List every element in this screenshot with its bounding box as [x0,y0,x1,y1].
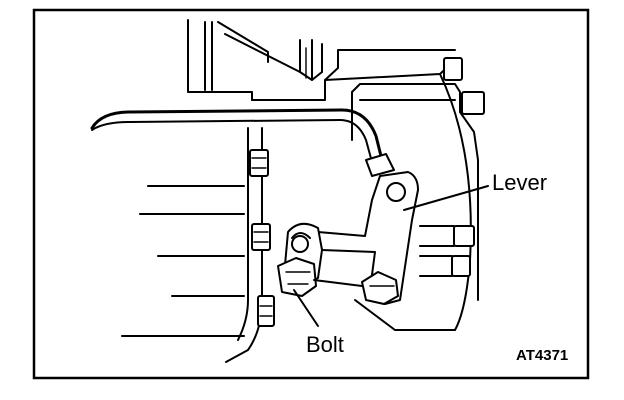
figure-code: AT4371 [516,347,568,364]
bolt-label: Bolt [306,332,344,357]
figure-frame [32,8,590,380]
engine-block [121,127,275,363]
fuel-line [90,108,395,177]
bolt-leader [293,289,319,327]
upper-mechanism [187,19,456,101]
lever-leader [403,185,489,211]
bolt-assembly [277,222,363,297]
pump-body [324,57,485,331]
lever-label: Lever [492,170,547,195]
lever [317,171,419,305]
